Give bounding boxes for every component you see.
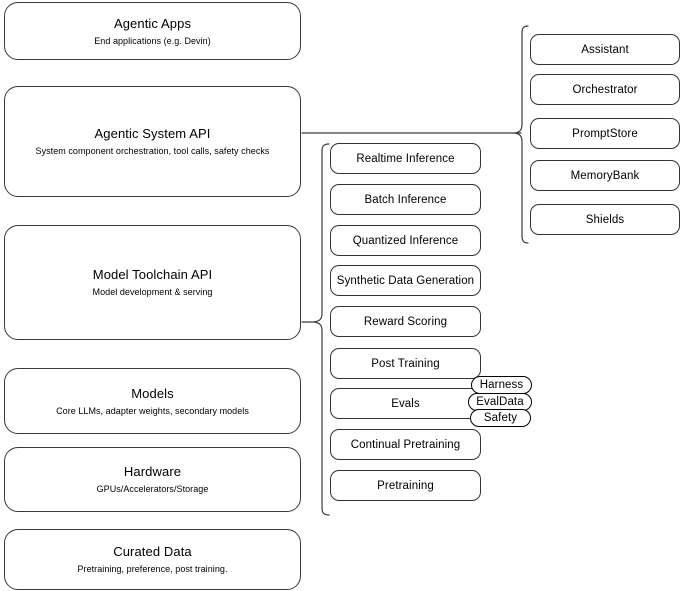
layer-title: Agentic System API — [94, 126, 211, 141]
layer-models[interactable]: Models Core LLMs, adapter weights, secon… — [4, 368, 301, 434]
eval-tag-safety[interactable]: Safety — [470, 409, 531, 427]
toolchain-item-evals[interactable]: Evals — [330, 388, 481, 419]
layer-agentic-apps[interactable]: Agentic Apps End applications (e.g. Devi… — [4, 2, 301, 60]
layer-subtitle: GPUs/Accelerators/Storage — [96, 484, 209, 494]
layer-title: Models — [131, 385, 174, 401]
layer-title: Curated Data — [113, 544, 192, 559]
layer-subtitle: End applications (e.g. Devin) — [94, 35, 211, 46]
agentic-item-orchestrator[interactable]: Orchestrator — [530, 74, 680, 105]
eval-tag-harness[interactable]: Harness — [471, 376, 532, 394]
layer-curated-data[interactable]: Curated Data Pretraining, preference, po… — [4, 529, 301, 590]
layer-agentic-system-api[interactable]: Agentic System API System component orch… — [4, 86, 301, 197]
layer-subtitle: Model development & serving — [92, 287, 213, 297]
agentic-item-promptstore[interactable]: PromptStore — [530, 118, 680, 149]
toolchain-item-synthetic-data-generation[interactable]: Synthetic Data Generation — [330, 265, 481, 296]
toolchain-item-continual-pretraining[interactable]: Continual Pretraining — [330, 429, 481, 460]
agentic-item-memorybank[interactable]: MemoryBank — [530, 160, 680, 191]
layer-title: Agentic Apps — [113, 15, 192, 31]
layer-hardware[interactable]: Hardware GPUs/Accelerators/Storage — [4, 447, 301, 512]
toolchain-item-pretraining[interactable]: Pretraining — [330, 470, 481, 501]
layer-title: Hardware — [123, 464, 182, 479]
layer-subtitle: Pretraining, preference, post training. — [77, 564, 228, 574]
toolchain-item-realtime-inference[interactable]: Realtime Inference — [330, 143, 481, 174]
layer-subtitle: System component orchestration, tool cal… — [35, 146, 270, 156]
agentic-bracket — [514, 25, 529, 244]
layer-title: Model Toolchain API — [92, 267, 213, 282]
agentic-item-assistant[interactable]: Assistant — [530, 34, 680, 65]
layer-subtitle: Core LLMs, adapter weights, secondary mo… — [56, 405, 249, 416]
toolchain-bracket — [313, 143, 330, 516]
toolchain-item-batch-inference[interactable]: Batch Inference — [330, 184, 481, 215]
toolchain-item-post-training[interactable]: Post Training — [330, 348, 481, 379]
toolchain-item-quantized-inference[interactable]: Quantized Inference — [330, 225, 481, 256]
agentic-item-shields[interactable]: Shields — [530, 204, 680, 235]
layer-model-toolchain-api[interactable]: Model Toolchain API Model development & … — [4, 225, 301, 340]
toolchain-item-reward-scoring[interactable]: Reward Scoring — [330, 306, 481, 337]
